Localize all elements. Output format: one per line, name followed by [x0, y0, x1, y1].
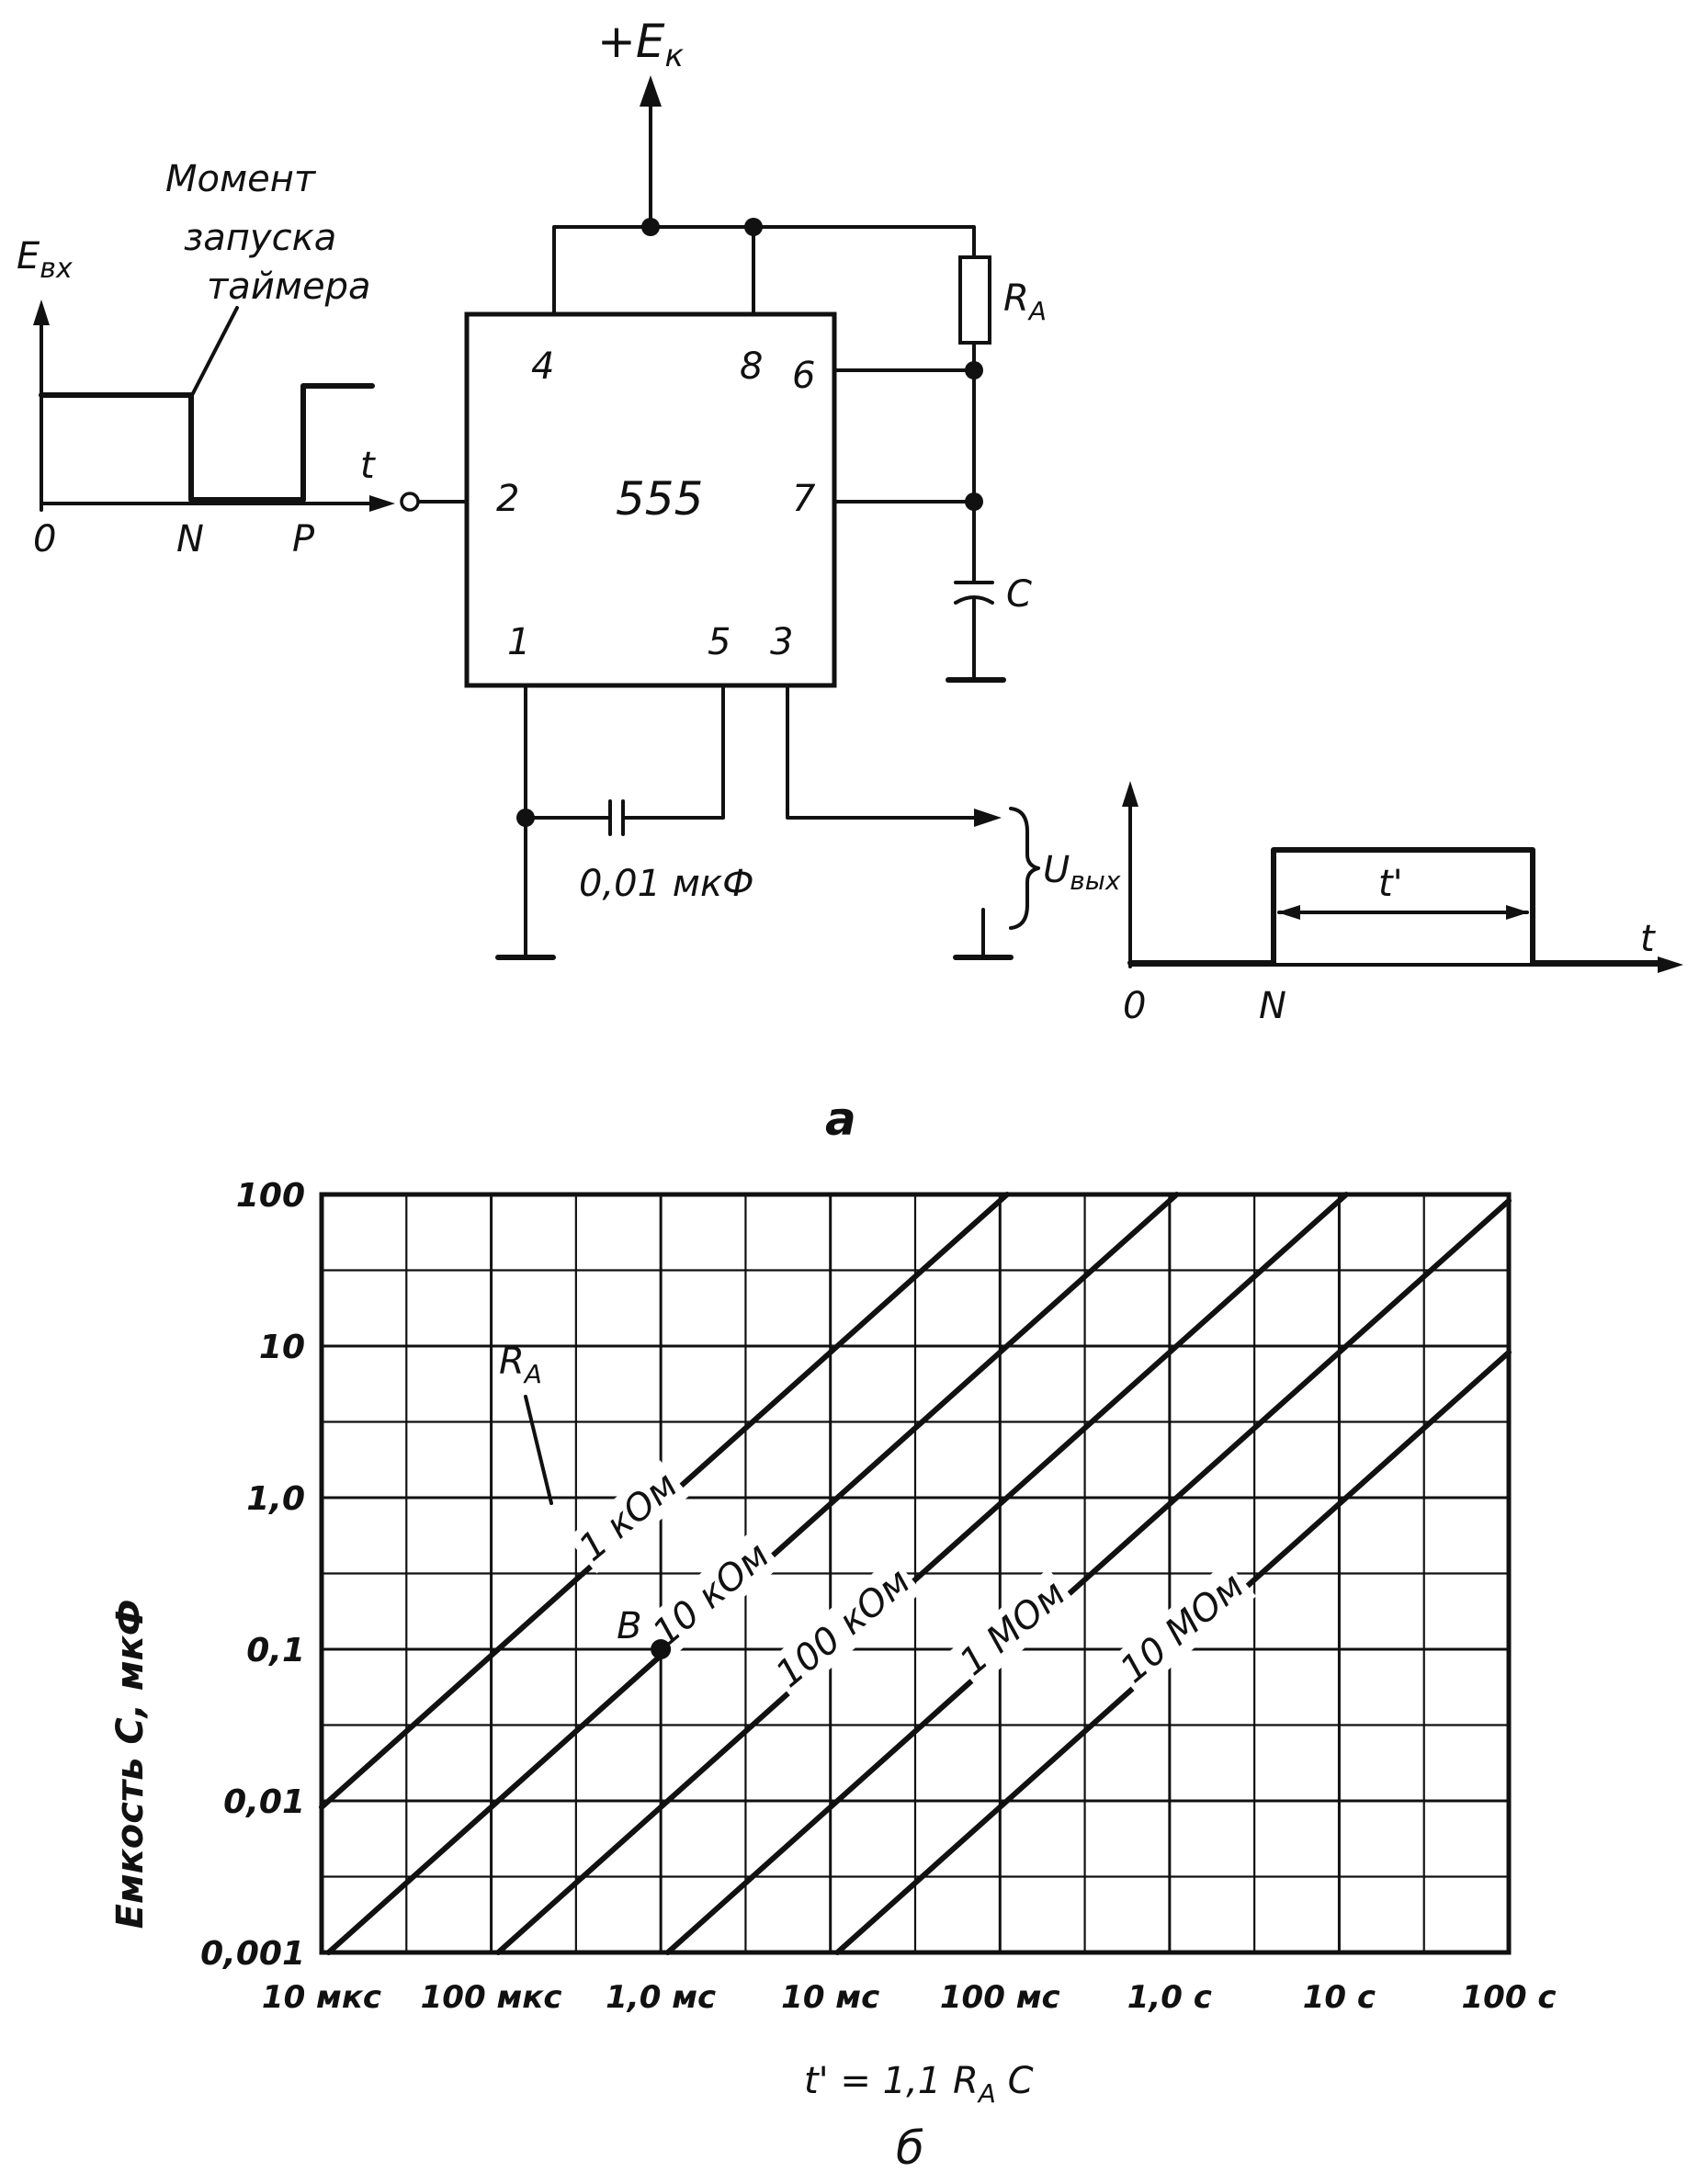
resistor-label: RA [1003, 277, 1047, 326]
pin-5-label: 5 [708, 621, 731, 663]
y-tick-label: 0,1 [246, 1632, 305, 1669]
junction-dot [744, 218, 763, 236]
pulse-width-label: t' [1378, 863, 1403, 905]
y-tick-label: 10 [259, 1329, 305, 1366]
output-brace [1009, 807, 1040, 930]
y-axis-arrow-icon [33, 300, 50, 325]
top-bus [552, 225, 976, 316]
x-axis-arrow-icon [369, 495, 395, 512]
pin-1-label: 1 [507, 621, 530, 663]
x-tick-label: 10 мкс [262, 1979, 381, 2016]
y-tick-label: 0,001 [200, 1935, 305, 1973]
x-tick-label: 100 с [1462, 1979, 1557, 2016]
input-signal [39, 383, 375, 503]
y-axis-arrow-icon [1122, 781, 1138, 807]
pin-4-label: 4 [531, 345, 554, 388]
series-label: 1 МОм [952, 1572, 1073, 1684]
pin-2-label: 2 [496, 478, 519, 520]
input-x0-label: 0 [33, 518, 56, 560]
dimension-arrow-icon [1277, 905, 1300, 920]
x-tick-labels: 10 мкс 100 мкс 1,0 мс 10 мс 100 мс 1,0 с 10 с 1… [262, 1979, 1557, 2016]
marked-point-label: B [617, 1605, 641, 1647]
x-tick-label: 100 мс [940, 1979, 1060, 2016]
label-background [640, 1530, 782, 1659]
output-pulse [1127, 847, 1671, 966]
x-tick-label: 1,0 мс [606, 1979, 716, 2016]
figure-b-label: б [896, 2122, 924, 2175]
chart-grid [319, 1192, 1512, 1955]
input-y-label: Eвх [17, 235, 73, 285]
junction-dot [641, 218, 660, 236]
supply-label: +Eк [597, 15, 685, 74]
chip-label: 555 [616, 472, 703, 526]
resistor-ra [958, 255, 991, 345]
chart-series [319, 1192, 1512, 1955]
input-xP-label: P [292, 518, 315, 560]
series-line [664, 1197, 1512, 1955]
pin-7-label: 7 [792, 478, 816, 520]
series-label: 100 кОм [768, 1560, 919, 1696]
output-x0-label: 0 [1123, 985, 1146, 1027]
annotation-text: запуска [184, 217, 336, 259]
pin5-wire [623, 684, 725, 820]
label-background [1108, 1560, 1257, 1696]
dimension-arrow-icon [1506, 905, 1529, 920]
timing-chart: 0,001 0,01 0,1 1,0 10 100 10 мкс 100 мкс 1,0 мс… [200, 1177, 1556, 2016]
supply-arrow-icon [640, 75, 662, 107]
y-tick-labels: 0,001 0,01 0,1 1,0 10 100 [200, 1177, 305, 1973]
pin-3-label: 3 [770, 621, 793, 663]
annotation-leader [189, 306, 239, 399]
series-label: 10 кОм [645, 1534, 777, 1655]
y-tick-label: 100 [236, 1177, 305, 1215]
y-tick-label: 0,01 [223, 1783, 305, 1821]
output-waveform: t t' 0 N [1122, 781, 1683, 1027]
input-waveform: Eвх t Момент запуска таймера 0 N P [17, 158, 395, 560]
figure-a-label: а [825, 1092, 856, 1146]
series-line [495, 1192, 1350, 1955]
label-background [567, 1460, 690, 1574]
x-tick-label: 10 мс [781, 1979, 879, 2016]
family-label: RA [499, 1341, 542, 1389]
output-voltage-label: Uвых [1043, 849, 1121, 896]
series-label: 1 кОм [572, 1464, 686, 1569]
input-t-label: t [360, 445, 376, 487]
x-tick-label: 10 с [1303, 1979, 1376, 2016]
output-t-label: t [1640, 918, 1656, 960]
capacitor-label: C [1006, 573, 1032, 616]
pin-8-label: 8 [740, 345, 763, 388]
output-arrow-icon [974, 809, 1002, 827]
input-terminal [400, 492, 420, 512]
label-background [764, 1556, 923, 1700]
y-tick-label: 1,0 [246, 1480, 305, 1518]
schematic: +Eк RA C 555 4 8 6 2 7 1 5 3 [400, 15, 1121, 960]
junction-dot [965, 361, 983, 379]
annotation-text: Момент [165, 158, 317, 200]
capacitor-plate-curved [954, 595, 994, 605]
junction-dot [965, 492, 983, 511]
input-xN-label: N [176, 518, 204, 560]
family-leader [524, 1395, 553, 1505]
control-cap-label: 0,01 мкФ [579, 863, 754, 905]
marked-point-b [651, 1639, 672, 1659]
label-background [947, 1568, 1078, 1688]
x-axis-title: t' = 1,1 RA C [804, 2060, 1034, 2109]
plot-frame [319, 1192, 1512, 1955]
annotation-text: таймера [207, 266, 371, 308]
y-axis-title: Емкость C, мкФ [109, 1600, 152, 1929]
x-tick-label: 1,0 с [1127, 1979, 1212, 2016]
output-wire [786, 684, 983, 820]
x-tick-label: 100 мкс [421, 1979, 562, 2016]
output-xN-label: N [1259, 985, 1286, 1027]
pin-6-label: 6 [792, 355, 815, 397]
series-label: 10 МОм [1113, 1565, 1252, 1692]
